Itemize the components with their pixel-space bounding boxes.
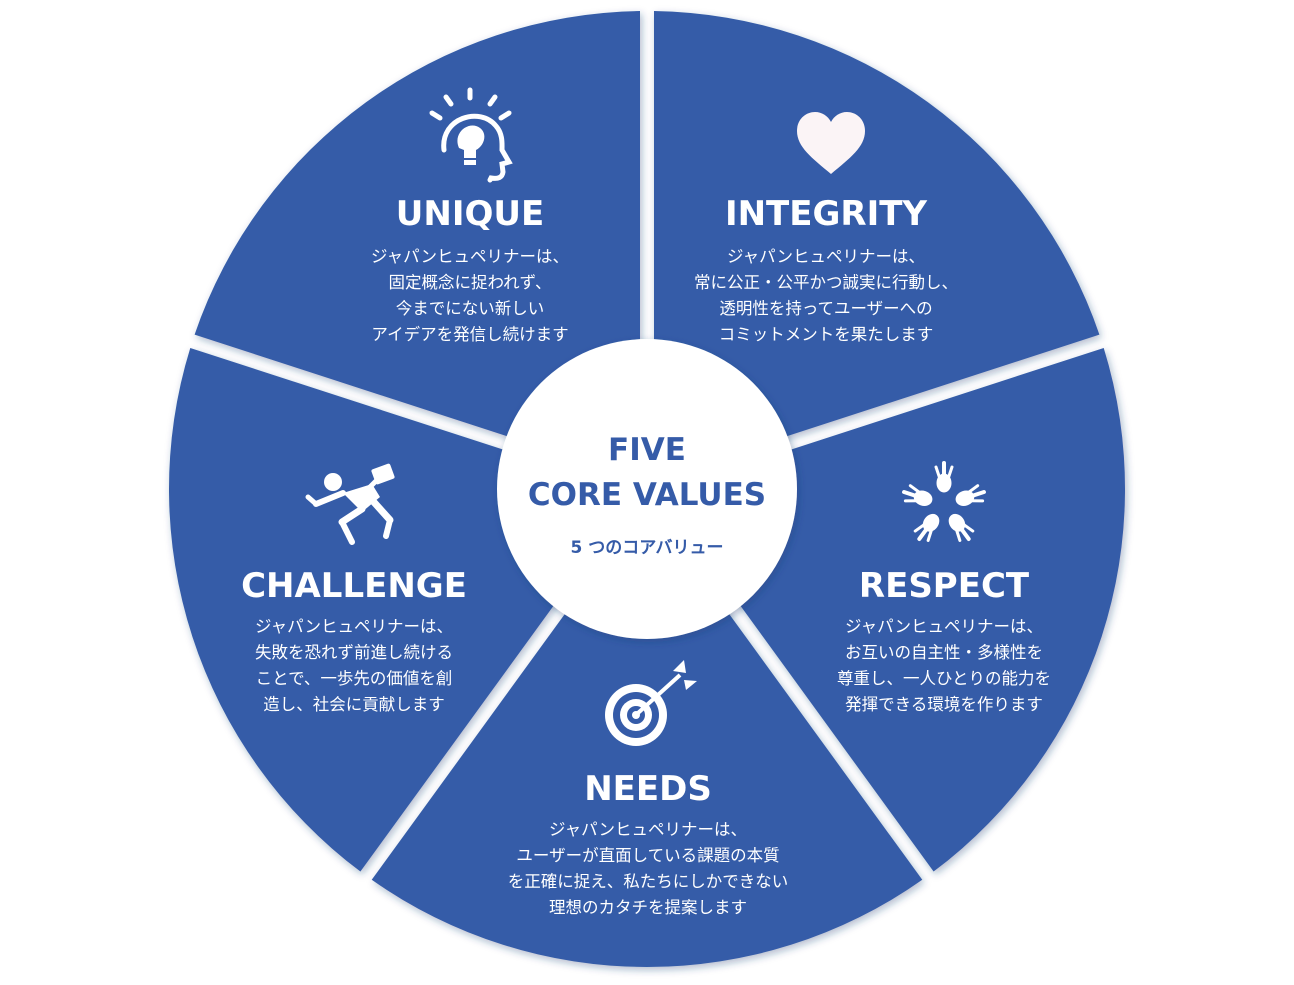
title-integrity: INTEGRITY (725, 194, 927, 234)
joined-hands-icon (902, 461, 986, 542)
center-circle (497, 339, 797, 639)
heart-icon (797, 112, 865, 174)
desc-challenge-line2: 失敗を恐れず前進し続ける (255, 643, 453, 662)
center-title-line2: CORE VALUES (528, 477, 766, 513)
target-arrow-icon (605, 660, 697, 746)
desc-unique-line4: アイデアを発信し続けます (371, 324, 568, 344)
desc-integrity-line4: コミットメントを果たします (719, 325, 934, 344)
center-subtitle: 5 つのコアバリュー (570, 538, 723, 558)
desc-needs-line1: ジャパンヒュペリナーは、 (549, 820, 747, 839)
desc-challenge-line3: ことで、一歩先の価値を創 (256, 669, 453, 688)
desc-respect-line3: 尊重し、一人ひとりの能力を (837, 669, 1051, 688)
desc-integrity-line1: ジャパンヒュペリナーは、 (727, 247, 925, 266)
lightbulb-head-icon (429, 87, 513, 183)
desc-needs-line3: を正確に捉え、私たちにしかできない (508, 872, 789, 891)
desc-unique-line1: ジャパンヒュペリナーは、 (371, 247, 569, 266)
segment-integrity (644, 11, 1100, 490)
title-unique: UNIQUE (396, 194, 544, 234)
desc-respect-line1: ジャパンヒュペリナーは、 (845, 617, 1043, 636)
title-respect: RESPECT (859, 566, 1030, 606)
desc-needs-line4: 理想のカタチを提案します (549, 898, 747, 917)
desc-integrity-line3: 透明性を持ってユーザーへの (719, 299, 932, 318)
title-challenge: CHALLENGE (241, 566, 467, 606)
center-title-line1: FIVE (608, 432, 686, 468)
desc-needs-line2: ユーザーが直面している課題の本質 (516, 846, 779, 865)
desc-respect-line2: お互いの自主性・多様性を (845, 643, 1043, 662)
running-businessman-icon (305, 463, 395, 545)
title-needs: NEEDS (584, 769, 712, 809)
desc-challenge-line4: 造し、社会に貢献します (263, 695, 445, 714)
desc-integrity-line2: 常に公正・公平かつ誠実に行動し、 (694, 273, 958, 292)
segment-unique (194, 11, 650, 490)
desc-unique-line3: 今までにない新しい (396, 299, 545, 318)
desc-challenge-line1: ジャパンヒュペリナーは、 (255, 617, 453, 636)
desc-unique-line2: 固定概念に捉われず、 (388, 272, 551, 292)
desc-respect-line4: 発揮できる環境を作ります (845, 695, 1043, 714)
